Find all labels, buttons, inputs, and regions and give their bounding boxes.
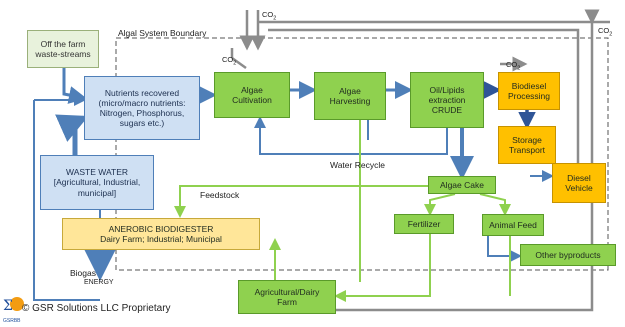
biodigester-node: ANEROBIC BIODIGESTER Dairy Farm; Industr… bbox=[62, 218, 260, 250]
water-recycle-label: Water Recycle bbox=[330, 160, 385, 170]
storage-node: Storage Transport bbox=[498, 126, 556, 164]
farm-waste-node: Off the farm waste-streams bbox=[27, 30, 99, 68]
copyright-footer: © GSR Solutions LLC Proprietary bbox=[22, 303, 171, 314]
system-boundary bbox=[115, 37, 609, 271]
gsr-logo: Σ GSRBB bbox=[3, 297, 24, 324]
co2-label-right: CO2 bbox=[506, 60, 521, 72]
co2-label-top: CO2 bbox=[262, 10, 277, 22]
dark-arrows bbox=[484, 81, 536, 130]
green-arrows bbox=[174, 120, 511, 302]
biogas-label: Biogas bbox=[70, 268, 96, 278]
algae-cake-node: Algae Cake bbox=[428, 176, 496, 194]
nutrients-node: Nutrients recovered (micro/macro nutrien… bbox=[84, 76, 200, 140]
waste-water-node: WASTE WATER [Agricultural, Industrial, m… bbox=[40, 155, 154, 210]
svg-text:Σ: Σ bbox=[3, 298, 13, 314]
biodiesel-node: Biodiesel Processing bbox=[498, 72, 560, 110]
farm-node: Agricultural/Dairy Farm bbox=[238, 280, 336, 314]
co2-label-edge: CO2 bbox=[598, 26, 613, 38]
co2-label-left: CO2 bbox=[222, 55, 237, 67]
feedstock-label: Feedstock bbox=[200, 190, 240, 200]
system-boundary-label: Algal System Boundary bbox=[118, 28, 207, 38]
algae-harvesting-node: Algae Harvesting bbox=[314, 72, 386, 120]
fertilizer-node: Fertilizer bbox=[394, 214, 454, 234]
animal-feed-node: Animal Feed bbox=[482, 214, 544, 236]
logo-text: GSRBB bbox=[3, 318, 21, 324]
energy-label: ENERGY bbox=[84, 279, 114, 286]
blue-flow-arrows bbox=[33, 68, 554, 301]
oil-extraction-node: Oil/Lipids extraction CRUDE bbox=[410, 72, 484, 128]
diesel-vehicle-node: Diesel Vehicle bbox=[552, 163, 606, 203]
other-byproducts-node: Other byproducts bbox=[520, 244, 616, 266]
algae-cultivation-node: Algae Cultivation bbox=[214, 72, 290, 118]
